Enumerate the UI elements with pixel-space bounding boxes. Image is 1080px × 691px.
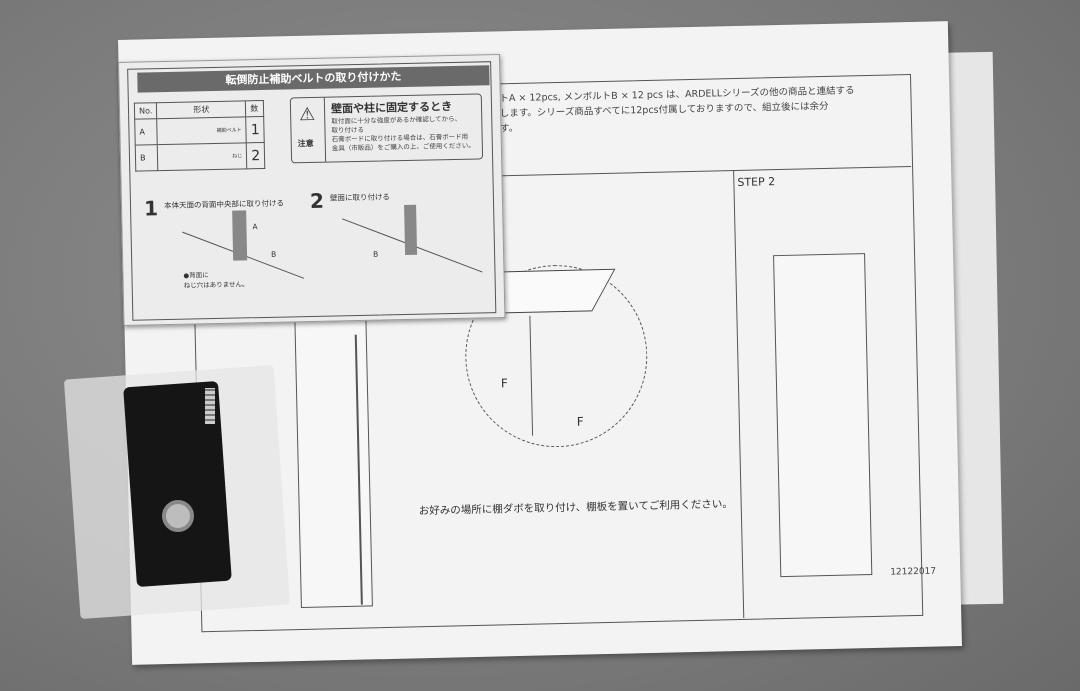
note-text: トA × 12pcs, メンボルトB × 12 pcs は、ARDELLシリーズ…	[499, 83, 855, 136]
part-no: B	[135, 144, 159, 172]
label-a: A	[252, 222, 258, 232]
step2-text: 壁面に取り付ける	[329, 192, 390, 203]
warning-title: 壁面や柱に固定するとき	[330, 100, 453, 116]
belt-drawing	[232, 210, 248, 261]
label-b: B	[372, 249, 379, 259]
header-qty: 数	[245, 100, 264, 117]
header-no: No.	[134, 102, 157, 120]
metal-grommet	[162, 500, 194, 532]
warning-box: ⚠ 注意 壁面や柱に固定するとき 取付面に十分な強度があるか確認してから、 取り…	[289, 93, 484, 164]
warning-label: 注意	[297, 138, 314, 149]
screw	[205, 388, 215, 424]
anti-tip-belt	[123, 380, 232, 588]
cabinet-drawing-step2	[773, 253, 873, 578]
belt-drawing	[404, 204, 418, 256]
document-code: 12122017	[890, 566, 937, 578]
part-qty: 1	[245, 116, 265, 143]
part-name: 補助ベルト	[156, 116, 247, 145]
part-name: ねじ	[157, 142, 248, 171]
step2-number: 2	[309, 188, 325, 214]
part-no: A	[134, 118, 158, 146]
step1-note: ●背面に ねじ穴はありません。	[183, 271, 249, 290]
shelf-pin-label: F	[576, 414, 584, 429]
warning-body: 取付面に十分な強度があるか確認してから、 取り付ける 石膏ボードに取り付ける場合…	[331, 114, 475, 153]
header-shape: 形状	[156, 100, 246, 119]
warning-triangle-icon: ⚠	[298, 103, 316, 126]
step1-number: 1	[143, 196, 159, 221]
label-b: B	[270, 249, 277, 259]
part-qty: 2	[246, 142, 265, 169]
step2-label: STEP 2	[737, 175, 776, 189]
shelf-pin-label: F	[500, 376, 508, 391]
divider	[323, 97, 327, 162]
